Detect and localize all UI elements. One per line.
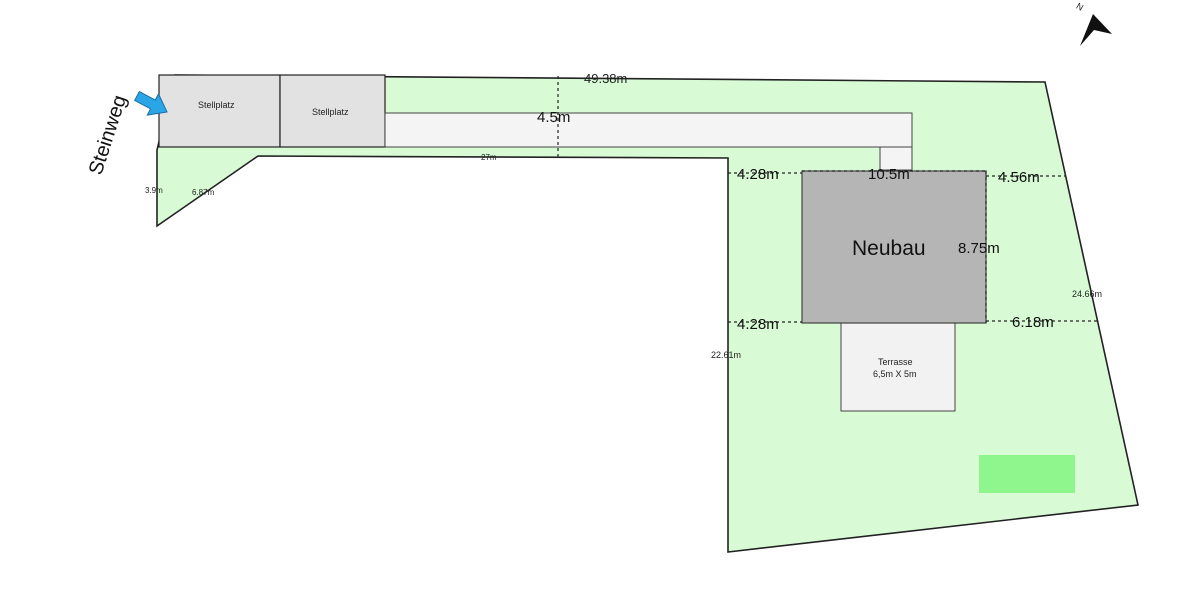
north-label: N <box>1075 1 1086 13</box>
dim-left-top: 4.28m <box>737 166 779 183</box>
terrace-label: Terrasse <box>878 357 913 367</box>
dim-right-bottom: 6.18m <box>1012 314 1054 331</box>
blue-arrow-icon <box>133 90 168 116</box>
terrace <box>840 322 956 412</box>
dim-left-boundary: 22.61m <box>711 350 741 360</box>
new-building <box>801 170 987 324</box>
parking-space-1 <box>158 74 281 148</box>
street-name: Steinweg <box>85 92 131 177</box>
dim-right-top: 4.56m <box>998 169 1040 186</box>
north-arrow-icon <box>1080 14 1112 46</box>
dim-right-boundary: 24.66m <box>1072 289 1102 299</box>
driveway-connector <box>879 146 913 171</box>
dim-total-length: 49.38m <box>584 71 627 86</box>
driveway <box>384 112 913 148</box>
building-label: Neubau <box>852 237 926 260</box>
dim-left-bottom: 4.28m <box>737 316 779 333</box>
dim-diagonal-edge: 6.87m <box>192 188 215 197</box>
dim-driveway-width: 4.5m <box>537 109 570 126</box>
dim-building-width: 10.5m <box>868 166 910 183</box>
dim-building-depth: 8.75m <box>958 240 1000 257</box>
terrace-size: 6,5m X 5m <box>873 369 917 379</box>
parking-label-1: Stellplatz <box>198 100 235 110</box>
dim-street-frontage: 3.9m <box>145 186 163 195</box>
parking-label-2: Stellplatz <box>312 107 349 117</box>
dim-driveway-length: 27m <box>481 153 497 162</box>
lawn-patch <box>979 455 1075 493</box>
parking-space-2 <box>279 74 386 148</box>
